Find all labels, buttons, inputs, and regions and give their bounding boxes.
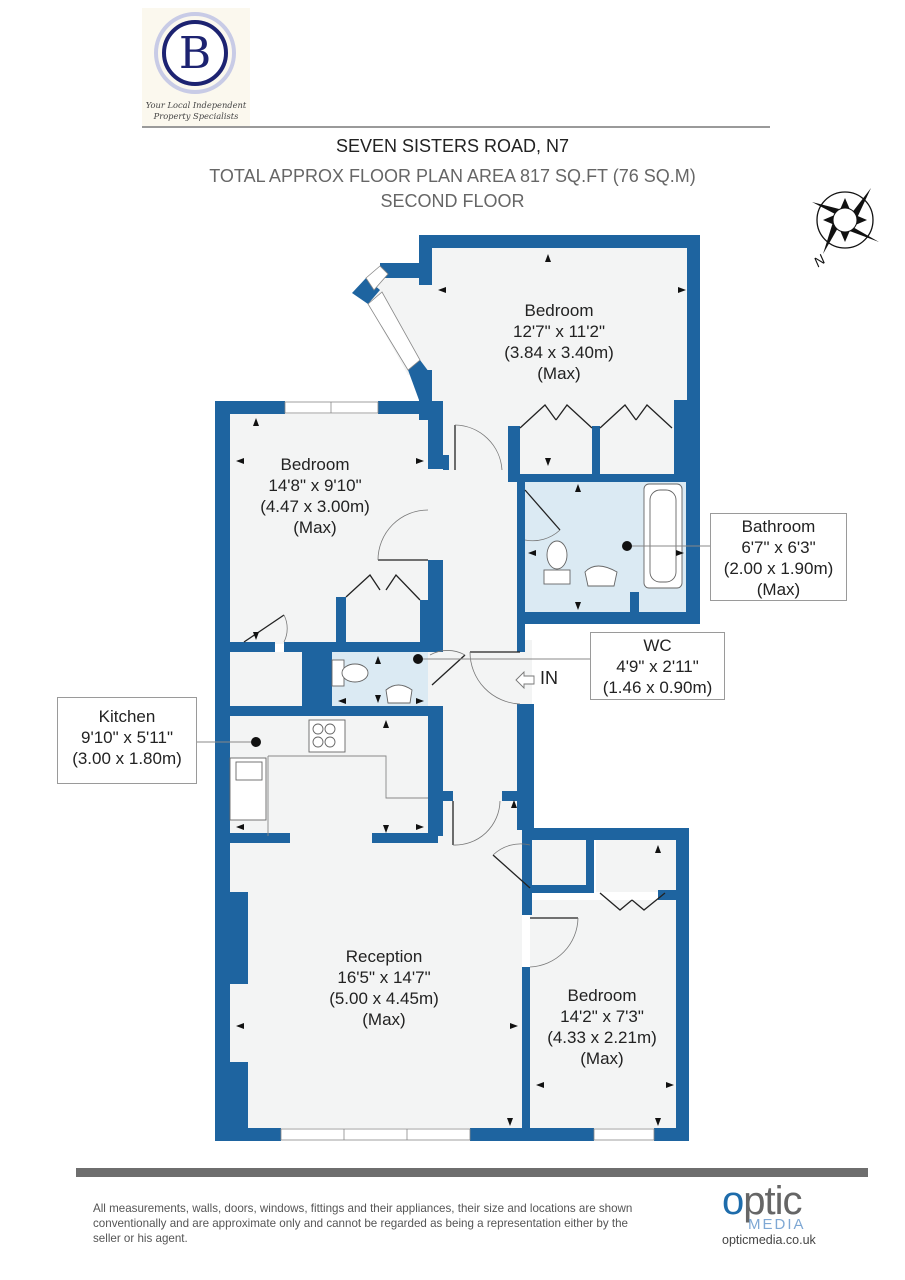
basin-icon (584, 565, 618, 587)
callout-bathroom: Bathroom 6'7" x 6'3" (2.00 x 1.90m) (Max… (710, 513, 847, 601)
entrance-arrow-icon: IN (515, 668, 558, 690)
walls (215, 235, 700, 1141)
disclaimer-text: All measurements, walls, doors, windows,… (93, 1202, 633, 1245)
wc-basin-icon (385, 684, 413, 704)
toilet-icon (546, 540, 568, 570)
callout-wc: WC 4'9" x 2'11" (1.46 x 0.90m) (590, 632, 725, 700)
svg-text:N: N (811, 251, 829, 270)
dimension-markers (236, 254, 686, 1126)
windows (280, 265, 655, 1141)
wc-toilet-icon (341, 663, 369, 683)
fixtures (229, 483, 683, 836)
property-address: SEVEN SISTERS ROAD, N7 (335, 136, 570, 156)
optic-submark: MEDIA (748, 1216, 806, 1233)
total-area: TOTAL APPROX FLOOR PLAN AREA 817 SQ.FT (… (209, 166, 696, 186)
room-label-bedroom-top: Bedroom 12'7" x 11'2" (3.84 x 3.40m) (Ma… (504, 301, 614, 383)
agent-logo: B Your Local Independent Property Specia… (142, 8, 250, 126)
optic-media-logo: optic MEDIA opticmedia.co.uk (722, 1179, 832, 1248)
room-label-reception: Reception 16'5" x 14'7" (5.00 x 4.45m) (… (329, 947, 439, 1029)
callout-kitchen: Kitchen 9'10" x 5'11" (3.00 x 1.80m) (57, 697, 197, 784)
room-label-bedroom-bottom: Bedroom 14'2" x 7'3" (4.33 x 2.21m) (Max… (547, 986, 657, 1068)
optic-url: opticmedia.co.uk (722, 1233, 816, 1247)
svg-text:IN: IN (540, 668, 558, 688)
logo-ring: B (154, 12, 236, 94)
footer-divider (76, 1168, 868, 1177)
doors (243, 404, 673, 968)
leader-lines (197, 545, 710, 743)
optic-wordmark: optic (722, 1179, 803, 1223)
logo-letter: B (178, 28, 212, 79)
logo-tagline: Your Local Independent Property Speciali… (145, 100, 247, 121)
leader-dots (251, 541, 632, 747)
room-label-bedroom-left: Bedroom 14'8" x 9'10" (4.47 x 3.00m) (Ma… (260, 455, 370, 537)
compass-icon: N (811, 188, 879, 270)
header-divider (142, 126, 770, 128)
floor-name: SECOND FLOOR (380, 191, 525, 211)
